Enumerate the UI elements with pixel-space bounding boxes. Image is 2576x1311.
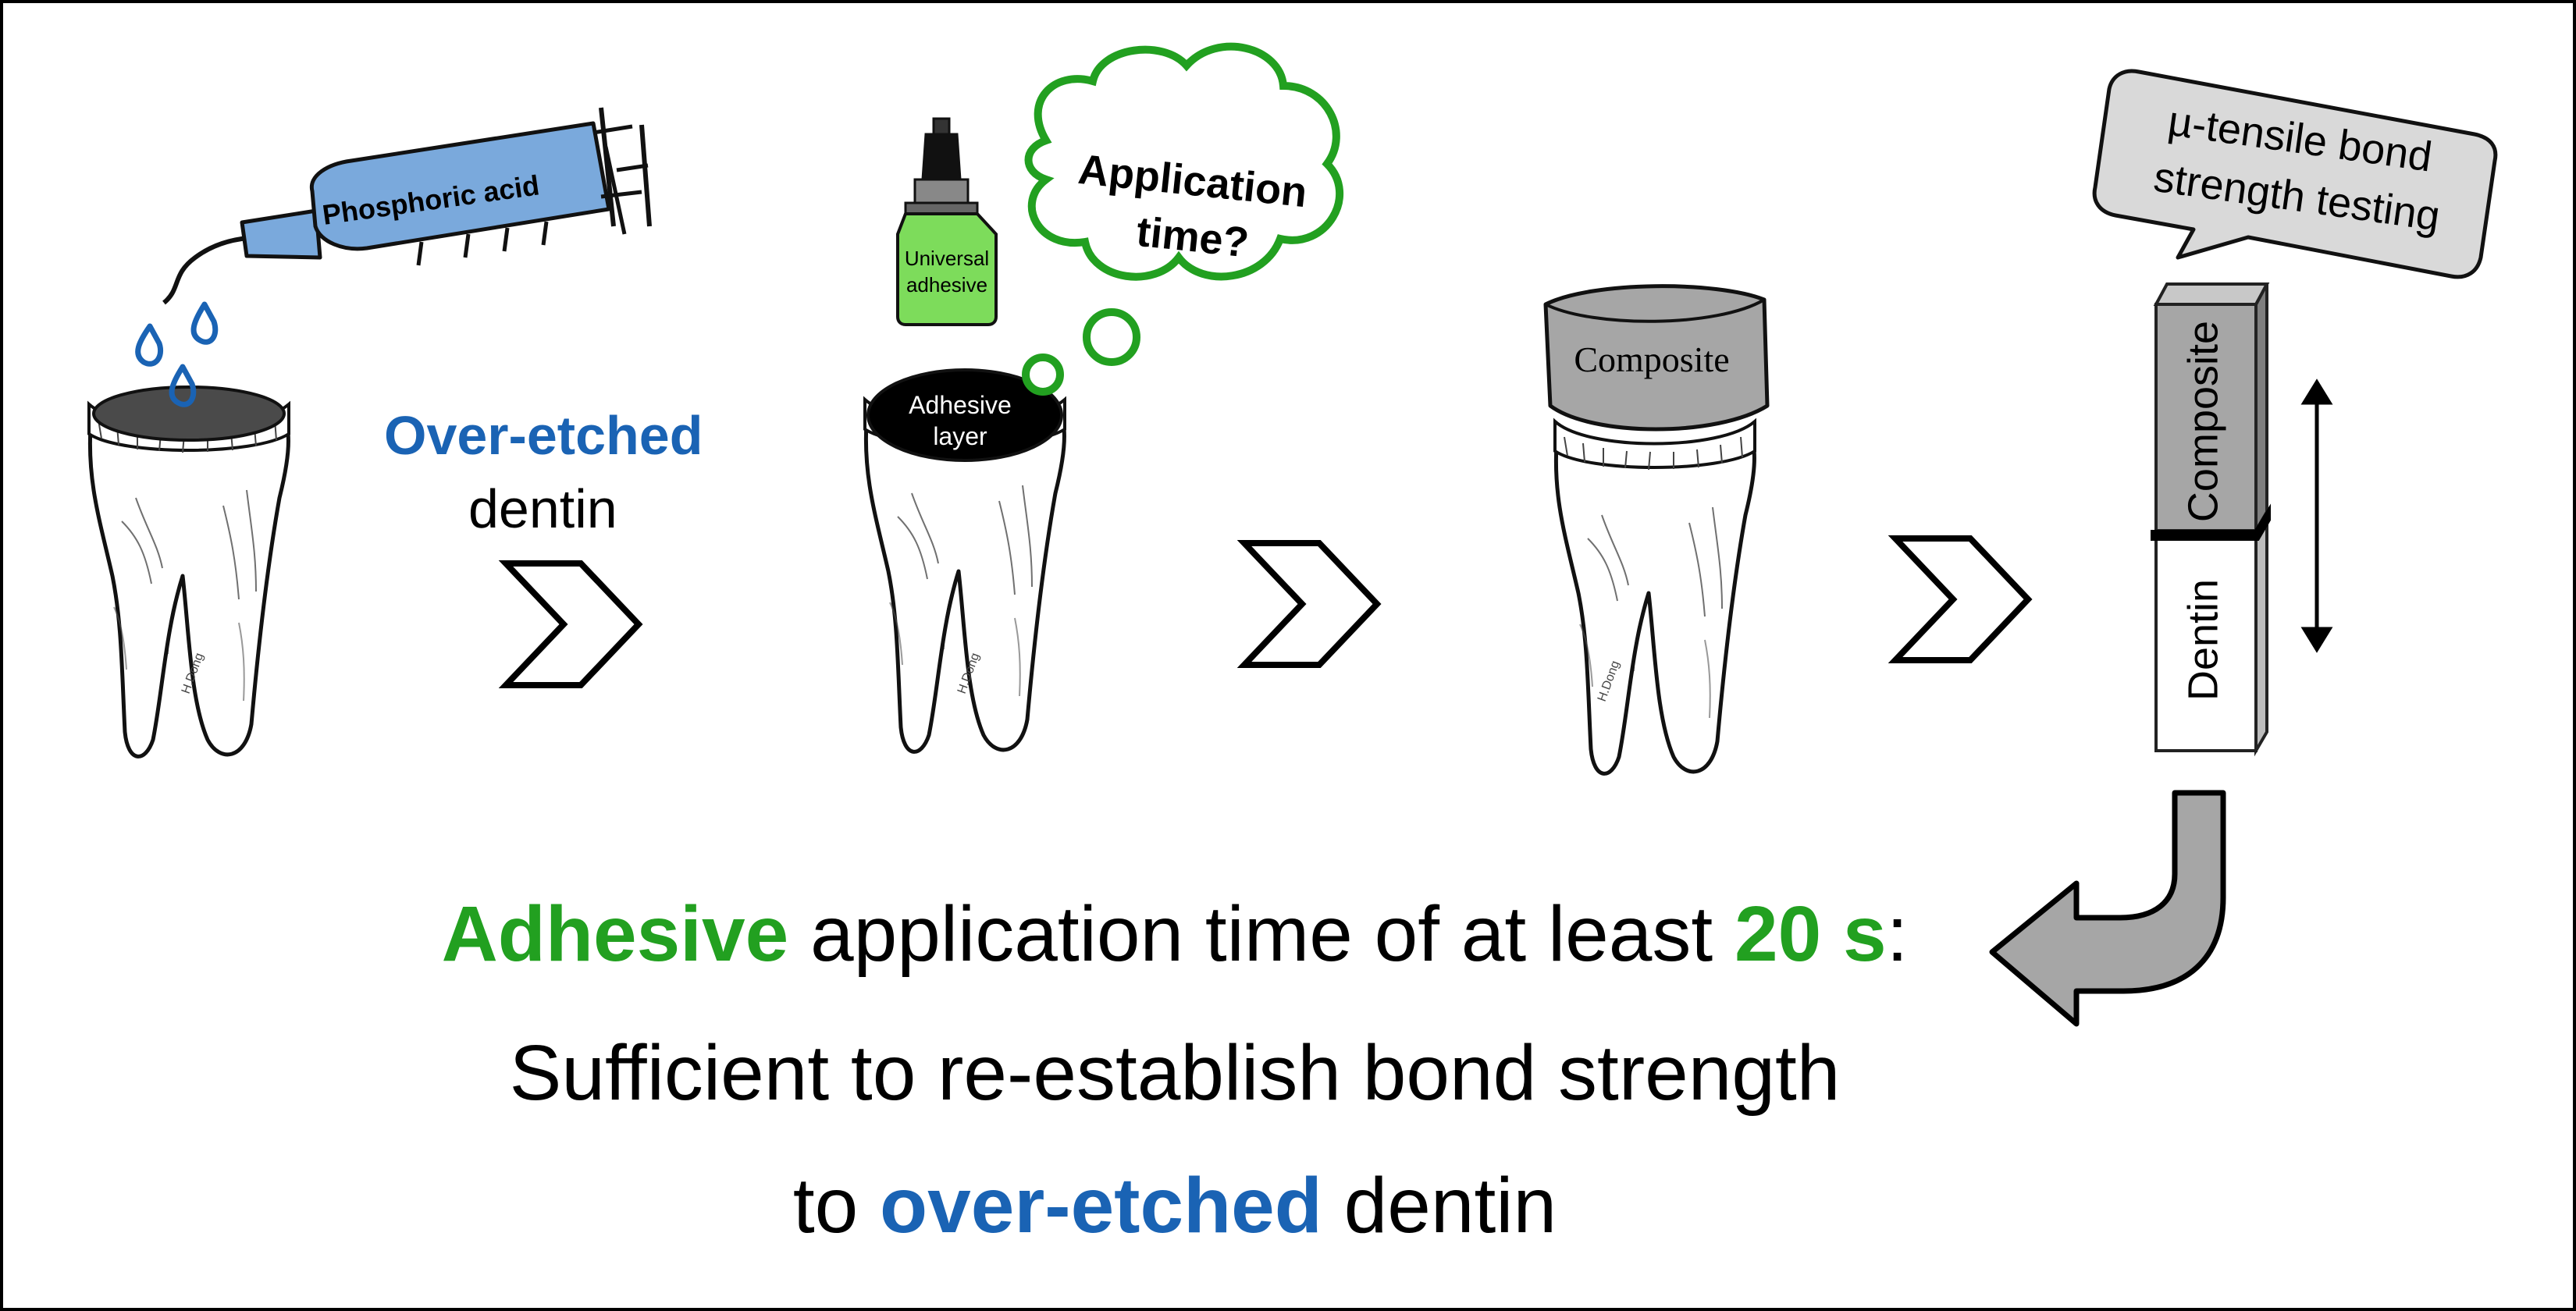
adhesive-layer-line1: Adhesive [909, 391, 1012, 419]
tooth-etched [89, 385, 289, 756]
thought-line2: time? [1134, 208, 1251, 267]
stick-composite-label: Composite [2179, 321, 2226, 522]
dentin-label: dentin [468, 478, 617, 539]
over-etched-label: Over-etched [384, 405, 703, 466]
conclusion-line-1: Adhesive application time of at least 20… [0, 890, 2350, 979]
conclusion-adhesive: Adhesive [441, 890, 789, 978]
adhesive-bottle-icon [896, 117, 998, 326]
conclusion-to: to [792, 1162, 881, 1249]
syringe-icon [162, 107, 652, 305]
adhesive-layer-surface [866, 368, 1063, 462]
acid-droplets-icon [135, 301, 219, 407]
conclusion-over-etched: over-etched [880, 1162, 1322, 1249]
stick-dentin-label: Dentin [2179, 579, 2226, 701]
conclusion-dentin: dentin [1322, 1162, 1557, 1249]
conclusion-line-2: Sufficient to re-establish bond strength [509, 1029, 1841, 1117]
bottle-label-line1: Universal [905, 247, 989, 270]
conclusion-colon: : [1886, 890, 1909, 978]
composite-cap-label: Composite [1574, 339, 1729, 379]
adhesive-layer-line2: layer [933, 422, 987, 450]
etched-dentin-surface [92, 385, 286, 442]
tensile-double-arrow-icon [2300, 378, 2333, 653]
curved-return-arrow-icon [1989, 790, 2226, 1027]
bottle-label-line2: adhesive [906, 273, 987, 297]
conclusion-time: 20 s [1734, 890, 1887, 978]
conclusion-line-3: to over-etched dentin [0, 1161, 2350, 1251]
tooth-adhesive [865, 368, 1065, 751]
speech-bubble [2092, 69, 2498, 279]
composite-cap [1543, 284, 1770, 432]
test-specimen-stick [2151, 282, 2271, 757]
thought-bubble [1022, 42, 1344, 396]
conclusion-text-a: application time of at least [788, 890, 1735, 978]
